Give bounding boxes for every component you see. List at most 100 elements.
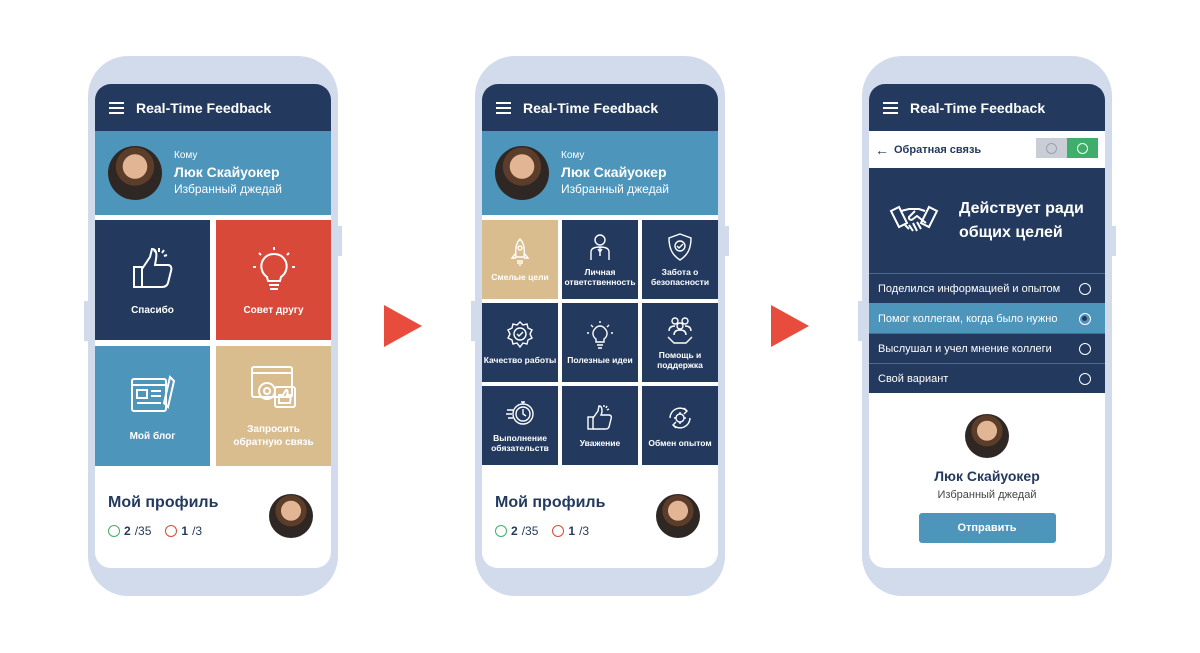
tile-label: Запросить обратную связь — [233, 423, 314, 449]
tile-label: Спасибо — [131, 304, 174, 316]
tile-request-feedback[interactable]: Запросить обратную связь — [216, 346, 331, 466]
avatar — [108, 146, 162, 200]
recipient-label: Кому — [561, 150, 585, 161]
recipient-role: Избранный джедай — [937, 489, 1037, 501]
smile-icon — [495, 525, 507, 537]
option-item[interactable]: Выслушал и учел мнение коллеги — [869, 333, 1105, 363]
profile-title: Мой профиль — [495, 494, 606, 511]
recipient-name: Люк Скайуокер — [934, 468, 1040, 484]
team-support-icon — [667, 317, 693, 344]
submit-button[interactable]: Отправить — [918, 513, 1056, 543]
app-title: Real-Time Feedback — [136, 99, 272, 116]
option-label: Поделился информацией и опытом — [878, 282, 1061, 295]
radio-button[interactable] — [1079, 312, 1091, 325]
negative-count: 1 — [181, 524, 189, 538]
profile-title: Мой профиль — [108, 494, 219, 511]
tile-advice[interactable]: Совет другу — [216, 220, 331, 340]
tile-experience-exchange[interactable]: Обмен опытом — [642, 386, 718, 465]
feedback-subheader: ← Обратная связь — [869, 131, 1105, 168]
my-profile-panel[interactable]: Мой профиль 2/35 1/3 — [95, 468, 331, 568]
menu-icon[interactable] — [496, 101, 511, 114]
profile-avatar[interactable] — [269, 494, 313, 538]
person-icon — [590, 234, 610, 260]
next-step-arrow-icon — [384, 305, 422, 347]
menu-icon[interactable] — [109, 101, 124, 114]
negative-total: /3 — [579, 524, 590, 538]
tile-label: Качество работы — [483, 354, 557, 365]
recipient-name: Люк Скайуокер — [174, 164, 280, 180]
radio-button[interactable] — [1079, 372, 1091, 385]
tile-useful-ideas[interactable]: Полезные идеи — [562, 303, 638, 382]
option-label: Помог коллегам, когда было нужно — [878, 312, 1058, 325]
tile-bold-goals[interactable]: Смелые цели — [482, 220, 558, 299]
option-item-selected[interactable]: Помог коллегам, когда было нужно — [869, 303, 1105, 333]
option-label: Свой вариант — [878, 372, 949, 385]
sentiment-toggle — [1036, 138, 1098, 158]
stopwatch-icon — [506, 401, 534, 425]
category-grid: Спасибо Совет другу Мой блог Запросить о… — [95, 220, 331, 466]
option-item[interactable]: Поделился информацией и опытом — [869, 273, 1105, 303]
phone-screen-home: Real-Time Feedback Кому Люк Скайуокер Из… — [84, 56, 342, 596]
recipient-role: Избранный джедай — [174, 182, 282, 196]
app-header: Real-Time Feedback — [482, 84, 718, 131]
value-title-line: общих целей — [959, 223, 1063, 241]
recipient-banner[interactable]: Кому Люк Скайуокер Избранный джедай — [95, 131, 331, 215]
request-feedback-icon — [250, 365, 296, 408]
avatar — [495, 146, 549, 200]
tile-safety[interactable]: Забота о безопасности — [642, 220, 718, 299]
negative-count: 1 — [568, 524, 576, 538]
radio-button[interactable] — [1079, 342, 1091, 355]
rocket-icon — [510, 237, 530, 266]
value-hero: Действует ради общих целей — [869, 168, 1105, 273]
screen: Real-Time Feedback Кому Люк Скайуокер Из… — [95, 84, 331, 568]
options-list: Поделился информацией и опытом Помог кол… — [869, 273, 1105, 393]
positive-total: /35 — [134, 524, 152, 538]
back-label[interactable]: Обратная связь — [894, 143, 982, 156]
tile-respect[interactable]: Уважение — [562, 386, 638, 465]
tile-commitments[interactable]: Выполнение обязательств — [482, 386, 558, 465]
exchange-icon — [669, 407, 691, 429]
avatar — [965, 414, 1009, 458]
menu-icon[interactable] — [883, 101, 898, 114]
tile-blog[interactable]: Мой блог — [95, 346, 210, 466]
app-header: Real-Time Feedback — [869, 84, 1105, 131]
tile-label: Обмен опытом — [648, 437, 712, 448]
recipient-card: Люк Скайуокер Избранный джедай Отправить — [869, 393, 1105, 543]
tile-label: Смелые цели — [491, 271, 549, 282]
frown-icon — [552, 525, 565, 537]
recipient-banner[interactable]: Кому Люк Скайуокер Избранный джедай — [482, 131, 718, 215]
tile-personal-responsibility[interactable]: Личная ответственность — [562, 220, 638, 299]
thumbs-up-icon — [587, 404, 613, 430]
positive-count: 2 — [124, 524, 131, 538]
my-profile-panel[interactable]: Мой профиль 2/35 1/3 — [482, 468, 718, 568]
tile-thanks[interactable]: Спасибо — [95, 220, 210, 340]
back-arrow-icon[interactable]: ← — [875, 141, 889, 158]
profile-avatar[interactable] — [656, 494, 700, 538]
lightbulb-icon — [252, 246, 295, 290]
profile-stats: 2/35 1/3 — [108, 524, 202, 538]
next-step-arrow-icon — [771, 305, 809, 347]
shield-icon — [668, 232, 692, 261]
positive-count: 2 — [511, 524, 518, 538]
smile-toggle-button[interactable] — [1067, 138, 1098, 158]
screen: Real-Time Feedback ← Обратная связь Дейс… — [869, 84, 1105, 568]
recipient-label: Кому — [174, 150, 198, 161]
phone-screen-feedback: Real-Time Feedback ← Обратная связь Дейс… — [858, 56, 1116, 596]
profile-stats: 2/35 1/3 — [495, 524, 589, 538]
screen: Real-Time Feedback Кому Люк Скайуокер Из… — [482, 84, 718, 568]
thumbs-up-icon — [132, 247, 172, 288]
radio-button[interactable] — [1079, 282, 1091, 295]
value-title: Действует ради общих целей — [959, 197, 1084, 243]
tile-help-support[interactable]: Помощь и поддержка — [642, 303, 718, 382]
tile-quality[interactable]: Качество работы — [482, 303, 558, 382]
quality-badge-icon — [507, 320, 533, 348]
tile-label: Уважение — [579, 437, 621, 448]
smile-icon — [108, 525, 120, 537]
tile-label: Полезные идеи — [567, 354, 633, 365]
frown-toggle-button[interactable] — [1036, 138, 1067, 158]
lightbulb-icon — [587, 320, 613, 349]
option-item[interactable]: Свой вариант — [869, 363, 1105, 393]
negative-total: /3 — [192, 524, 203, 538]
blog-icon — [130, 374, 175, 412]
tile-label: Совет другу — [243, 304, 304, 316]
